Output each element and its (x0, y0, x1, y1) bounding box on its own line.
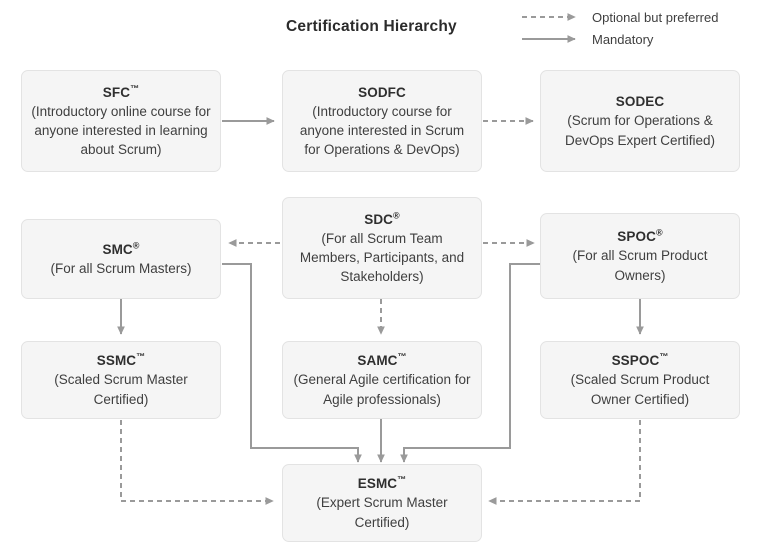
node-sodec[interactable]: SODEC (Scrum for Operations & DevOps Exp… (540, 70, 740, 172)
node-sfc[interactable]: SFC™ (Introductory online course for any… (21, 70, 221, 172)
node-samc-title: SAMC™ (357, 351, 407, 369)
trademark-mark: ™ (136, 351, 146, 362)
node-spoc-desc: (For all Scrum Product Owners) (572, 248, 708, 283)
node-sdc-desc: (For all Scrum Team Members, Participant… (299, 230, 465, 285)
node-sdc[interactable]: SDC® (For all Scrum Team Members, Partic… (282, 197, 482, 299)
node-sdc-title: SDC® (364, 210, 400, 227)
node-sspoc[interactable]: SSPOC™ (Scaled Scrum Product Owner Certi… (540, 341, 740, 419)
edge-spoc-esmc (400, 263, 541, 463)
node-smc-desc: (For all Scrum Masters) (50, 261, 192, 276)
node-sodfc-desc: (Introductory course for anyone interest… (299, 103, 465, 158)
node-esmc[interactable]: ESMC™ (Expert Scrum Master Certified) (282, 464, 482, 542)
node-sodfc[interactable]: SODFC (Introductory course for anyone in… (282, 70, 482, 172)
node-sspoc-desc: (Scaled Scrum Product Owner Certified) (570, 372, 710, 407)
edge-ssmc-esmc (120, 420, 274, 505)
node-esmc-desc: (Expert Scrum Master Certified) (316, 495, 448, 530)
node-sfc-desc: (Introductory online course for anyone i… (31, 103, 211, 158)
node-sodec-title: SODEC (615, 94, 665, 110)
node-ssmc[interactable]: SSMC™ (Scaled Scrum Master Certified) (21, 341, 221, 419)
registered-mark: ® (655, 227, 663, 238)
node-sfc-title: SFC™ (102, 83, 140, 100)
registered-mark: ® (393, 210, 400, 221)
node-smc[interactable]: SMC® (For all Scrum Masters) (21, 219, 221, 299)
node-ssmc-desc: (Scaled Scrum Master Certified) (54, 372, 188, 407)
node-sodfc-title: SODFC (358, 84, 406, 100)
node-sspoc-title: SSPOC™ (611, 351, 669, 369)
legend-optional-label: Optional but preferred (592, 10, 719, 25)
edge-smc-esmc (222, 263, 362, 463)
node-esmc-title: ESMC™ (357, 474, 407, 492)
edge-sspoc-esmc (488, 420, 641, 505)
node-spoc-title: SPOC® (617, 227, 663, 245)
trademark-mark: ™ (397, 351, 407, 362)
node-sodec-desc: (Scrum for Operations & DevOps Expert Ce… (564, 113, 716, 148)
node-ssmc-title: SSMC™ (96, 351, 146, 369)
registered-mark: ® (132, 240, 140, 251)
node-spoc[interactable]: SPOC® (For all Scrum Product Owners) (540, 213, 740, 299)
node-samc[interactable]: SAMC™ (General Agile certification for A… (282, 341, 482, 419)
trademark-mark: ™ (130, 83, 140, 94)
page-title: Certification Hierarchy (286, 18, 457, 35)
trademark-mark: ™ (397, 474, 407, 485)
legend-mandatory-label: Mandatory (592, 32, 654, 47)
trademark-mark: ™ (659, 351, 669, 362)
node-smc-title: SMC® (102, 240, 140, 257)
node-samc-desc: (General Agile certification for Agile p… (293, 372, 471, 407)
